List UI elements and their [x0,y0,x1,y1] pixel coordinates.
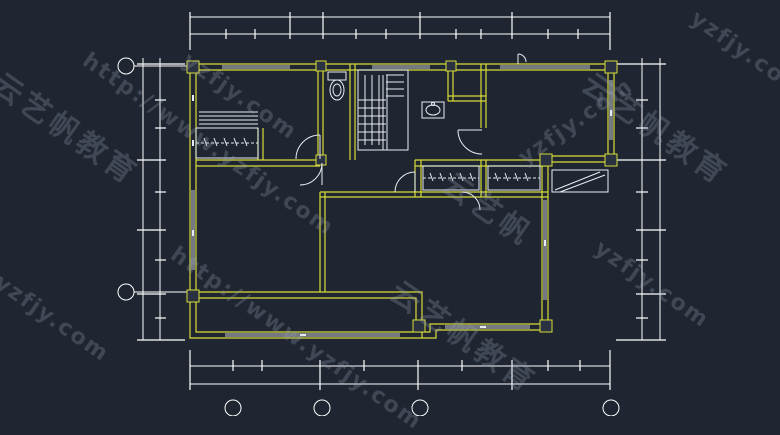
grid-axis-bubble [117,283,135,301]
doors [295,53,609,211]
structural-columns [186,60,618,333]
washbasin-icon [421,101,445,119]
walls [189,63,615,339]
grid-axis-bubble [117,57,135,75]
left-dimension-chains [117,57,190,341]
floor-plan-drawing [117,12,666,416]
windows [191,65,613,337]
staircase [357,69,409,151]
floor-plan-canvas: http://www.yzfjy.com 云艺帆教育 yzfjy.com htt… [0,6,780,435]
top-dimension-chains [189,12,611,50]
wall-markers [192,95,612,336]
wardrobe-left [195,111,259,159]
bottom-dimension-chains [189,350,611,390]
wardrobe-center [422,165,480,191]
toilet-icon [327,71,347,101]
right-dimension-chains [616,58,666,341]
wardrobe-right [487,165,541,191]
bottom-grid-bubbles [224,399,620,416]
